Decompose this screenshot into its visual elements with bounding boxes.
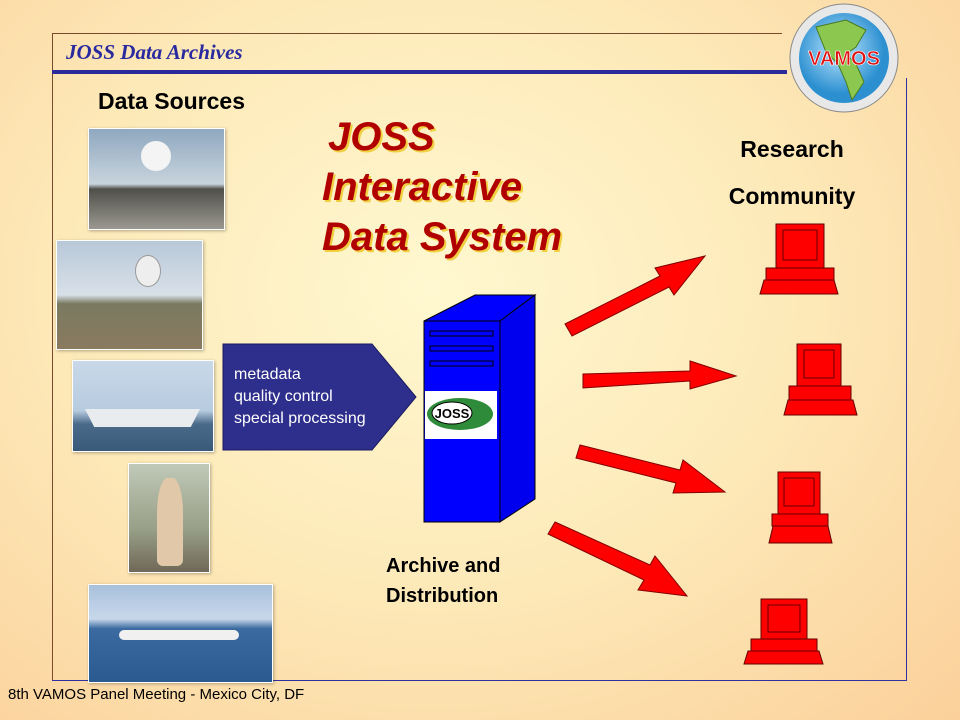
footer-text: 8th VAMOS Panel Meeting - Mexico City, D… — [8, 686, 305, 703]
computer-icon — [768, 471, 833, 544]
process-item: metadata — [234, 366, 301, 383]
research-heading: Research Community — [718, 126, 866, 220]
process-item: special processing — [234, 410, 366, 427]
photo-research-ship — [72, 360, 214, 452]
title-underline — [52, 70, 787, 74]
photo-rain-gauge — [128, 463, 210, 573]
process-arrow — [222, 343, 417, 451]
joss-logo-text: JOSS — [435, 406, 470, 421]
system-title-line: Data System — [322, 215, 563, 259]
photo-radar-station — [56, 240, 203, 350]
frame-line — [52, 33, 782, 34]
process-item: quality control — [234, 388, 333, 405]
system-title-line: JOSS — [328, 115, 435, 159]
logo-text: VAMOS — [808, 48, 880, 70]
computer-icon — [743, 598, 824, 665]
arrow-to-computer-4 — [547, 521, 689, 597]
server-tower: JOSS — [423, 294, 537, 523]
photo-balloon-launch — [88, 128, 225, 230]
research-heading-line: Research — [740, 136, 844, 162]
data-sources-heading: Data Sources — [98, 88, 246, 114]
server-caption-line: Distribution — [386, 585, 499, 607]
frame-line — [52, 680, 907, 681]
frame-line — [52, 33, 53, 681]
arrow-to-computer-3 — [575, 444, 727, 494]
arrow-to-computer-1 — [564, 255, 707, 337]
vamos-logo: VAMOS — [789, 3, 899, 113]
distribution-arrows — [547, 255, 738, 597]
slide-title: JOSS Data Archives — [66, 40, 243, 64]
research-heading-line: Community — [728, 183, 856, 209]
photo-aircraft — [88, 584, 273, 683]
frame-line — [906, 78, 907, 681]
system-title: JOSS Interactive Data System — [322, 112, 562, 262]
computer-icon — [783, 343, 858, 416]
server-caption-line: Archive and — [386, 555, 501, 577]
computer-icon — [759, 223, 839, 295]
arrow-to-computer-2 — [582, 360, 738, 390]
system-title-line: Interactive — [322, 165, 523, 209]
process-list: metadata quality control special process… — [234, 364, 366, 430]
server-caption: Archive and Distribution — [386, 551, 500, 611]
